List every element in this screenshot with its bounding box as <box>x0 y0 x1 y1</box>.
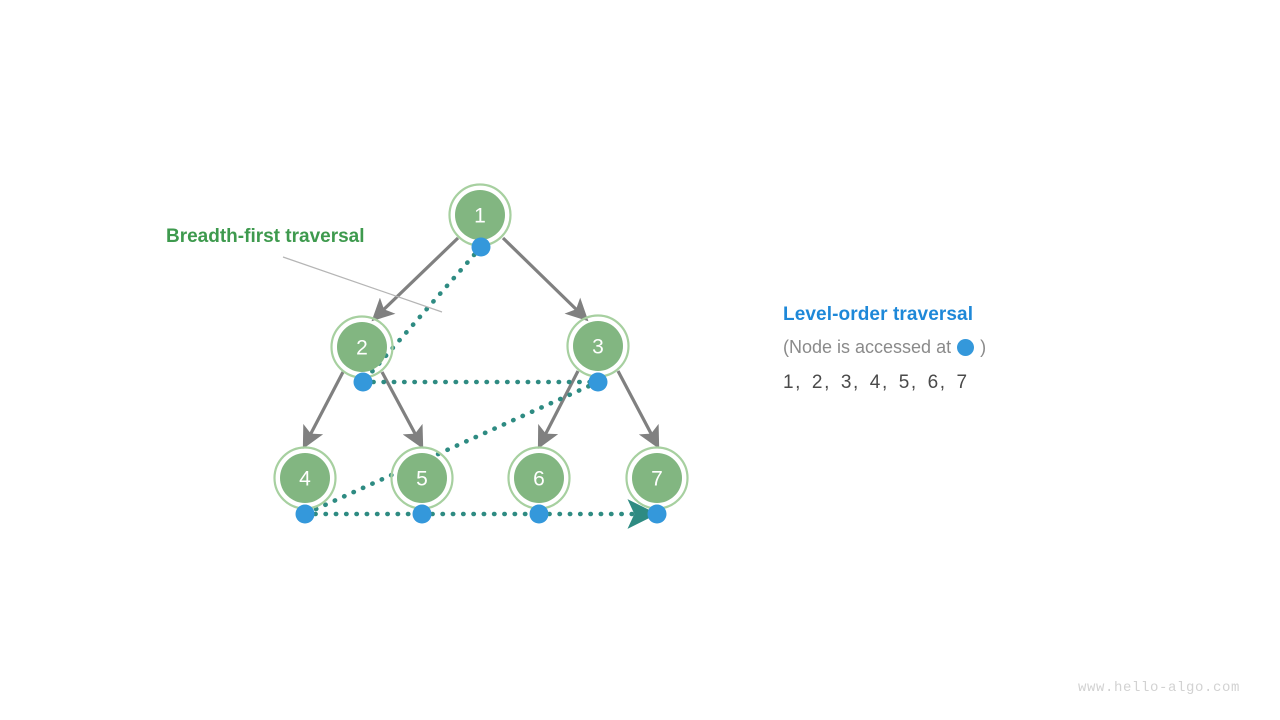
traversal-segment-1-2 <box>360 244 484 385</box>
access-dot-node-3 <box>588 372 608 392</box>
edge-1-3 <box>501 236 589 322</box>
tree-node-2[interactable]: 2 <box>330 315 394 379</box>
edge-2-5 <box>380 371 424 449</box>
traversal-sequence: 1, 2, 3, 4, 5, 6, 7 <box>783 372 969 393</box>
tree-node-5[interactable]: 5 <box>390 446 454 510</box>
access-dot-node-2 <box>353 372 373 392</box>
node-label: 1 <box>474 205 486 228</box>
node-label: 2 <box>356 337 368 360</box>
edge-2-4 <box>302 371 345 449</box>
access-dot-icon <box>957 338 975 356</box>
node-circle <box>573 321 623 371</box>
node-label: 6 <box>533 468 545 491</box>
traversal-segment-3-4 <box>302 379 601 517</box>
tree-node-4[interactable]: 4 <box>273 446 337 510</box>
legend-panel: Level-order traversal (Node is accessed … <box>783 303 1203 397</box>
access-dot-node-1 <box>471 237 491 257</box>
node-circle <box>455 190 505 240</box>
edge-1-2 <box>371 236 460 322</box>
node-label: 3 <box>592 336 604 359</box>
node-circle <box>632 453 682 503</box>
access-dots <box>295 237 667 524</box>
node-label: 5 <box>416 468 428 491</box>
traversal-path <box>302 244 658 529</box>
node-circle <box>514 453 564 503</box>
tree-node-7[interactable]: 7 <box>625 446 689 510</box>
edge-3-6 <box>537 370 580 449</box>
node-label: 4 <box>299 468 311 491</box>
tree-node-6[interactable]: 6 <box>507 446 571 510</box>
tree-edges <box>302 236 660 449</box>
breadth-first-traversal-label: Breadth-first traversal <box>166 226 365 247</box>
panel-subtitle-suffix: ) <box>980 337 987 357</box>
access-dot-node-6 <box>529 504 549 524</box>
panel-title: Level-order traversal <box>783 304 974 325</box>
tree-node-3[interactable]: 3 <box>566 314 630 378</box>
node-circle <box>397 453 447 503</box>
edge-3-7 <box>616 370 660 449</box>
access-dot-node-5 <box>412 504 432 524</box>
access-dot-node-4 <box>295 504 315 524</box>
node-label: 7 <box>651 468 663 491</box>
access-dot-node-7 <box>647 504 667 524</box>
panel-subtitle: (Node is accessed at ) <box>783 334 1203 360</box>
annotation-leader-line <box>282 256 443 313</box>
tree-node-1[interactable]: 1 <box>448 183 512 247</box>
node-circle <box>280 453 330 503</box>
panel-subtitle-prefix: (Node is accessed at <box>783 337 952 357</box>
watermark: www.hello-algo.com <box>1077 680 1240 696</box>
node-circle <box>337 322 387 372</box>
